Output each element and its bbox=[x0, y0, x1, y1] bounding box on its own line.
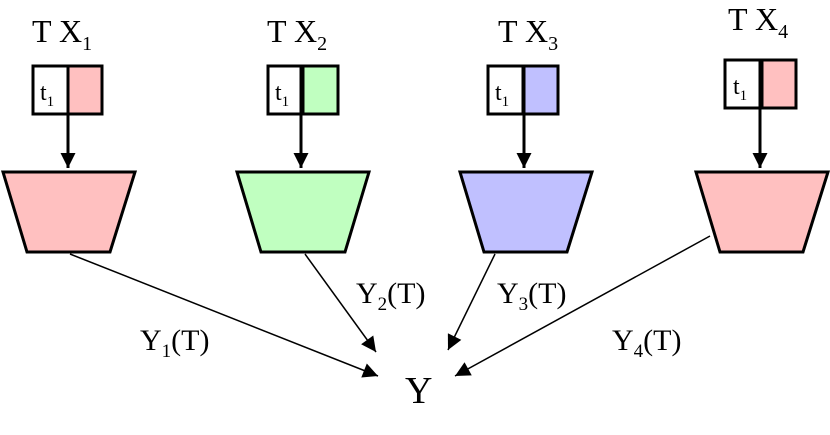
branch-2-cell-value bbox=[301, 64, 340, 116]
branch-3-network bbox=[457, 170, 595, 254]
branch-4-output-label: Y4(T) bbox=[612, 324, 681, 362]
branch-1-cell-value bbox=[66, 64, 104, 116]
branch-1: T X1 t1 Y1(T) bbox=[0, 13, 379, 378]
branch-4-cell-value bbox=[760, 58, 798, 110]
branch-4-network bbox=[693, 170, 830, 254]
branch-2-output-label: Y2(T) bbox=[356, 277, 425, 315]
branch-2-network bbox=[234, 170, 372, 254]
branch-1-title: T X1 bbox=[32, 13, 92, 55]
branch-3-cell-value bbox=[521, 64, 560, 116]
branch-4-output-arrow bbox=[454, 235, 711, 377]
branch-4-cell-label: t1 bbox=[733, 74, 747, 104]
branch-2: T X2 t1 Y2(T) bbox=[234, 13, 425, 353]
branch-4-title: T X4 bbox=[728, 1, 788, 43]
branch-3: T X3 t1 Y3(T) bbox=[447, 13, 595, 351]
branch-1-cell-label: t1 bbox=[40, 80, 54, 110]
branch-3-output-arrow bbox=[447, 253, 496, 351]
branch-3-output-label: Y3(T) bbox=[497, 277, 566, 315]
branch-4: T X4 t1 Y4(T) bbox=[454, 1, 830, 377]
branch-1-network bbox=[0, 170, 138, 254]
final-output-label: Y bbox=[405, 370, 432, 412]
branch-3-cell-label: t1 bbox=[495, 80, 509, 110]
branch-2-output-arrow bbox=[304, 253, 377, 353]
branch-2-title: T X2 bbox=[267, 13, 327, 55]
branch-3-title: T X3 bbox=[498, 13, 558, 55]
branch-1-output-label: Y1(T) bbox=[140, 324, 209, 362]
branch-2-cell-time bbox=[266, 64, 305, 116]
branch-1-output-arrow bbox=[69, 253, 379, 378]
branch-3-cell-time bbox=[486, 64, 525, 116]
branch-2-cell-label: t1 bbox=[275, 80, 289, 110]
branch-1-cell-time bbox=[31, 64, 70, 116]
